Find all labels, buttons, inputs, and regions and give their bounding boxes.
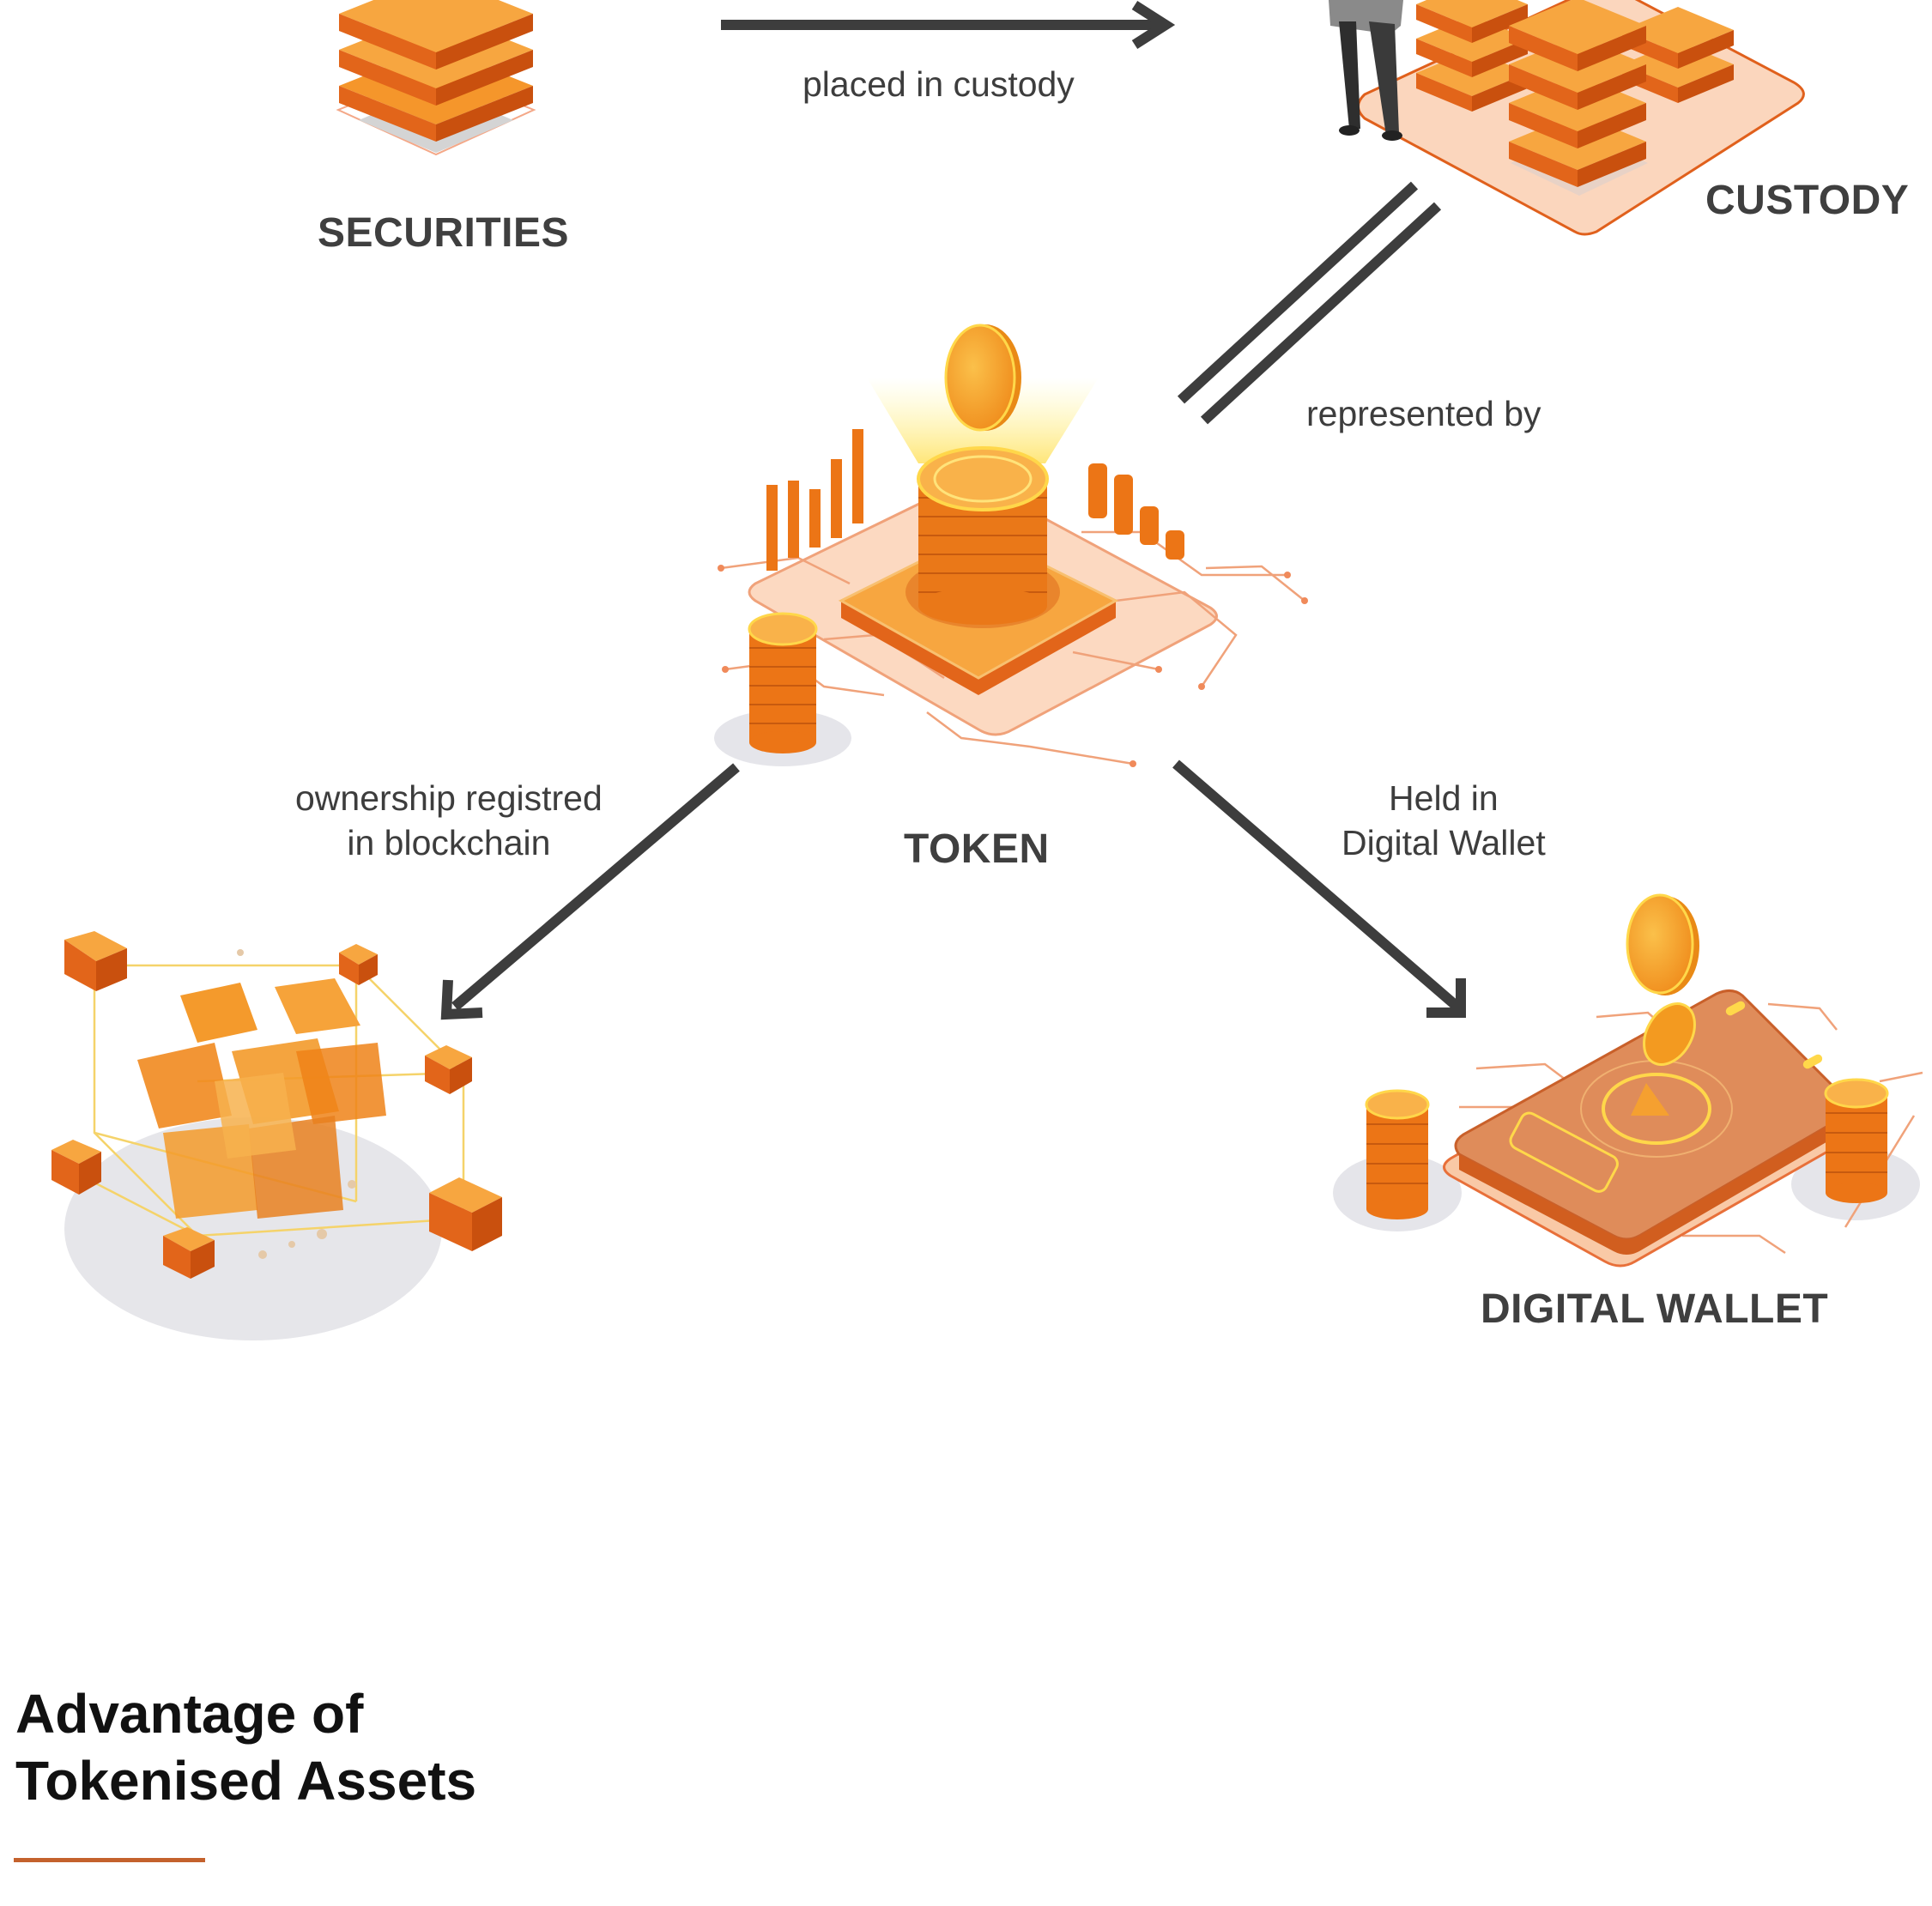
coin-stack-icon bbox=[714, 612, 851, 766]
edge-label-ownership-line1: ownership registred bbox=[295, 778, 603, 818]
securities-stack-icon bbox=[336, 0, 536, 156]
node-label-securities: SECURITIES bbox=[318, 210, 570, 256]
edge-label-held-in: Held in Digital Wallet bbox=[1341, 776, 1546, 865]
section-heading: Advantage of Tokenised Assets bbox=[15, 1680, 476, 1814]
token-coin-icon bbox=[718, 324, 1308, 767]
digital-wallet-phone-icon bbox=[1333, 893, 1923, 1268]
edge-label-represented-by: represented by bbox=[1306, 394, 1541, 433]
arrow-ownership bbox=[440, 763, 740, 1020]
section-heading-line1: Advantage of bbox=[15, 1683, 364, 1745]
edge-label-ownership-line2: in blockchain bbox=[347, 823, 551, 862]
arrow-placed-in-custody bbox=[721, 0, 1176, 50]
person-icon bbox=[1329, 0, 1403, 141]
edge-label-placed-in-custody: placed in custody bbox=[802, 64, 1075, 104]
section-heading-line2: Tokenised Assets bbox=[15, 1750, 477, 1812]
heading-accent-rule bbox=[14, 1858, 205, 1862]
edge-label-ownership: ownership registred in blockchain bbox=[295, 776, 603, 865]
blockchain-cubes-icon bbox=[51, 931, 502, 1340]
edge-label-held-in-line1: Held in bbox=[1389, 778, 1499, 818]
connector-represented-by bbox=[1177, 181, 1442, 425]
node-label-custody: CUSTODY bbox=[1705, 178, 1910, 223]
edge-label-held-in-line2: Digital Wallet bbox=[1341, 823, 1546, 862]
node-label-digital-wallet: DIGITAL WALLET bbox=[1481, 1286, 1829, 1332]
arrow-held-in-wallet bbox=[1172, 759, 1466, 1018]
custody-vault-icon bbox=[1357, 0, 1805, 236]
node-label-token: TOKEN bbox=[904, 826, 1050, 872]
